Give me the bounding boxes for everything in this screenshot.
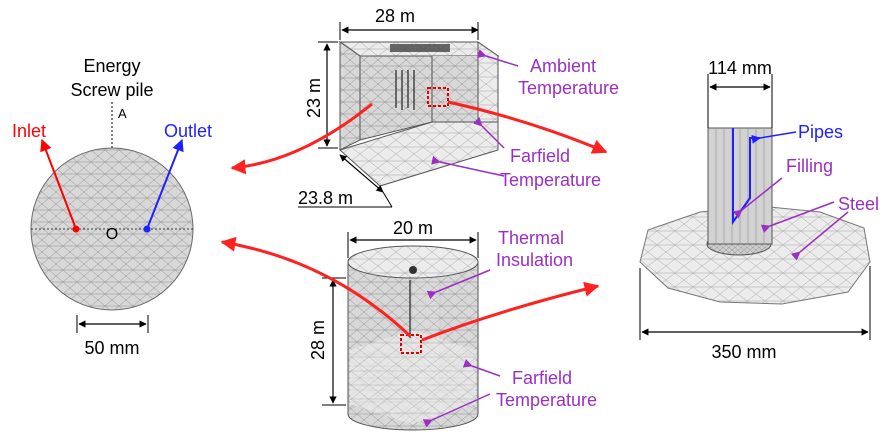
- box-left-face: [339, 41, 361, 151]
- insulation-label-line2: Insulation: [496, 250, 573, 270]
- ambient-label-line1: Ambient: [530, 56, 596, 76]
- cylinder-diameter-label: 20 m: [393, 218, 433, 238]
- ambient-label-line2: Temperature: [518, 78, 619, 98]
- box-depth-arrow: [339, 154, 384, 193]
- cylinder-to-section-arrow: [220, 236, 412, 338]
- cylinder-farfield-pointer-2: [422, 393, 491, 428]
- cylinder-farfield-label-line2: Temperature: [496, 390, 597, 410]
- box-depth-label: 23.8 m: [298, 188, 353, 208]
- filling-label: Filling: [786, 156, 833, 176]
- section-axis-label: A: [118, 106, 127, 121]
- inlet-point: [72, 225, 80, 233]
- cylinder-farfield-label-line1: Farfield: [512, 368, 572, 388]
- plate-diameter-label: 350 mm: [711, 342, 776, 362]
- outlet-arrow: [146, 138, 184, 230]
- cylinder-farfield-pointer: [462, 359, 501, 377]
- pile-title-line2: Screw pile: [70, 80, 153, 100]
- pile-shaft-lines: [715, 128, 765, 244]
- steel-label: Steel: [838, 194, 879, 214]
- ambient-pointer: [476, 49, 519, 67]
- pipes-pointer: [751, 131, 797, 144]
- cylinder-to-detail-arrow: [421, 281, 600, 342]
- box-farfield-label-line2: Temperature: [500, 170, 601, 190]
- pile-title-line1: Energy: [83, 56, 140, 76]
- pile-diameter-label: 114 mm: [708, 58, 772, 78]
- box-to-detail-arrow: [447, 100, 608, 154]
- section-diameter-label: 50 mm: [84, 338, 139, 358]
- box-zoom-marker: [427, 87, 449, 107]
- box-domain: 28 m 23 m 23.8 m Ambient Temperature Far…: [298, 6, 619, 208]
- box-top-holes: [390, 44, 450, 52]
- outlet-label: Outlet: [164, 121, 212, 141]
- inlet-arrow: [40, 138, 77, 230]
- steel-pointer-1: [760, 201, 835, 234]
- insulation-pointer: [426, 269, 491, 300]
- cylinder-domain: 20 m 28 m Thermal Insulation Farfield Te…: [308, 218, 597, 431]
- pile-detail: Pipes Filling Steel 114 mm 350 mm: [639, 58, 879, 362]
- box-to-section-arrow: [230, 102, 373, 175]
- box-farfield-pointer: [473, 117, 505, 149]
- box-farfield-label-line1: Farfield: [510, 146, 570, 166]
- outlet-point: [143, 225, 151, 233]
- pile-cross-section: Energy Screw pile A Inlet Outlet O 50 mm: [12, 56, 212, 358]
- box-depth-connector: [382, 191, 393, 208]
- cylinder-inner-floor: [350, 330, 476, 424]
- cylinder-height-label: 28 m: [308, 320, 328, 360]
- insulation-label-line1: Thermal: [498, 228, 564, 248]
- box-height-label: 23 m: [304, 78, 324, 118]
- cylinder-top-center: [409, 266, 417, 274]
- box-farfield-pointer-2: [431, 155, 505, 177]
- cylinder-zoom-marker: [400, 334, 422, 354]
- section-center-label: O: [106, 226, 118, 243]
- zoom-arrows: [220, 100, 608, 342]
- steel-pointer-2: [790, 211, 849, 261]
- filling-pointer: [732, 177, 783, 219]
- pipes-label: Pipes: [798, 122, 843, 142]
- inlet-label: Inlet: [12, 121, 46, 141]
- box-width-label: 28 m: [375, 6, 415, 26]
